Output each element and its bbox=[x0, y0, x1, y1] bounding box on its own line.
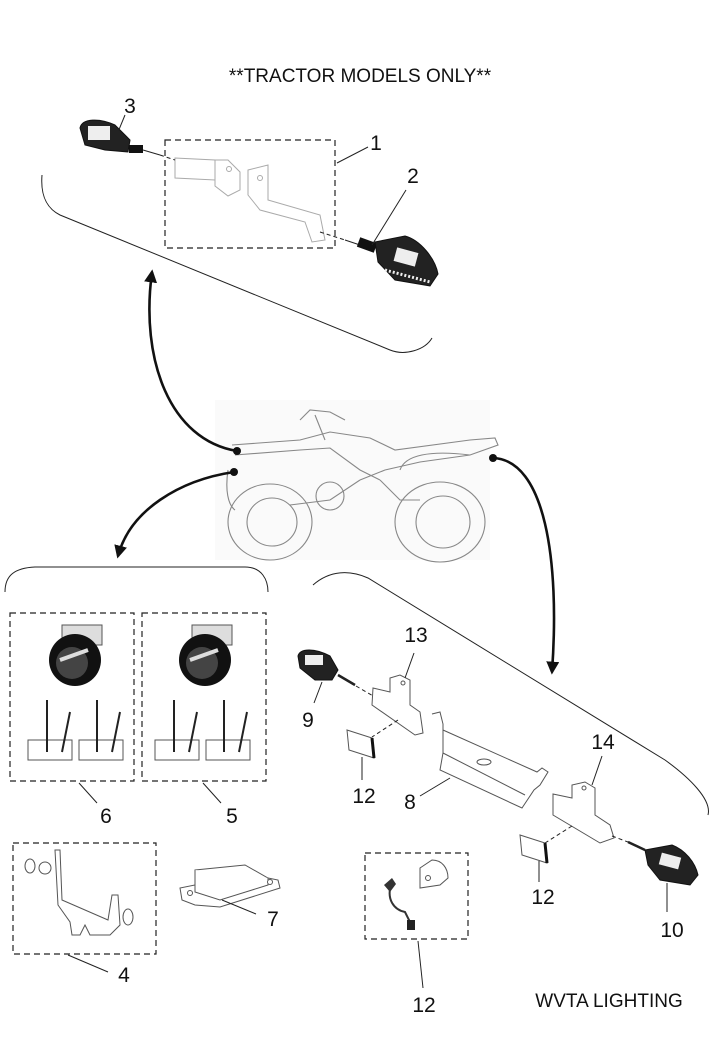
rear-indicator-10 bbox=[627, 840, 699, 886]
indicator-2 bbox=[344, 235, 439, 287]
headlight-bracket-kit-4: 4 bbox=[12, 842, 157, 987]
leader-8 bbox=[419, 777, 451, 797]
leader-7 bbox=[221, 899, 257, 915]
assembly-line bbox=[319, 231, 346, 241]
leader-12c bbox=[417, 940, 424, 989]
callout-14: 14 bbox=[591, 731, 615, 754]
leader-5 bbox=[202, 782, 222, 804]
plate-light-12c bbox=[384, 859, 449, 930]
rear-indicator-9 bbox=[297, 649, 356, 687]
assembly-line bbox=[371, 719, 399, 738]
arrow-to-front-indicators bbox=[144, 269, 238, 453]
reflector-12a bbox=[370, 737, 376, 759]
arrow-to-rear-lighting bbox=[492, 456, 560, 675]
kit-box-12 bbox=[364, 852, 469, 940]
kit-box-5 bbox=[141, 612, 267, 782]
leader-9 bbox=[313, 681, 323, 704]
callout-3: 3 bbox=[124, 95, 136, 118]
group-bracket-rear bbox=[312, 572, 709, 816]
indicator-bracket-13 bbox=[371, 674, 424, 736]
headlight-group: 6 5 bbox=[4, 566, 269, 828]
plate-bracket-8 bbox=[431, 711, 549, 809]
group-bracket-headlights bbox=[4, 566, 269, 593]
leader-1 bbox=[336, 146, 369, 164]
atv-vehicle bbox=[215, 400, 499, 563]
callout-12-c: 12 bbox=[412, 994, 435, 1017]
callout-2: 2 bbox=[407, 165, 419, 188]
control-module-7: 7 bbox=[179, 864, 281, 931]
indicator-3 bbox=[79, 119, 161, 156]
leader-3 bbox=[117, 114, 126, 133]
kit-box-6 bbox=[9, 612, 135, 782]
callout-12-b: 12 bbox=[531, 886, 554, 909]
callout-5: 5 bbox=[226, 805, 238, 828]
diagram-label: WVTA LIGHTING bbox=[535, 991, 682, 1012]
group-bracket-top bbox=[41, 174, 433, 353]
ballast-pair-6 bbox=[27, 700, 124, 761]
rear-lighting-group: 9 13 12 8 14 12 bbox=[297, 572, 709, 1017]
leader-6 bbox=[78, 782, 98, 804]
callout-4: 4 bbox=[118, 964, 130, 987]
assembly-line bbox=[355, 685, 376, 698]
callout-12-a: 12 bbox=[352, 785, 375, 808]
callout-13: 13 bbox=[404, 624, 427, 647]
callout-6: 6 bbox=[100, 805, 112, 828]
callout-8: 8 bbox=[404, 791, 416, 814]
arrow-to-headlights bbox=[114, 470, 235, 559]
callout-1: 1 bbox=[370, 132, 382, 155]
headlight-5 bbox=[179, 624, 233, 686]
front-bracket bbox=[174, 157, 326, 243]
callout-9: 9 bbox=[302, 709, 314, 732]
assembly-line bbox=[611, 835, 629, 843]
headlight-6 bbox=[49, 624, 103, 686]
assembly-line bbox=[159, 154, 176, 161]
leader-14 bbox=[591, 755, 603, 786]
callout-10: 10 bbox=[660, 919, 683, 942]
kit-box-1 bbox=[164, 139, 336, 249]
front-indicator-group: 3 1 2 bbox=[41, 95, 439, 353]
leader-13 bbox=[404, 652, 415, 679]
reflector-12b bbox=[543, 842, 549, 864]
callout-7: 7 bbox=[267, 908, 279, 931]
assembly-line bbox=[544, 825, 573, 844]
kit-box-4 bbox=[12, 842, 157, 955]
ballast-pair-5 bbox=[154, 700, 251, 761]
leader-4 bbox=[67, 954, 109, 973]
leader-2 bbox=[371, 189, 407, 246]
diagram-title: **TRACTOR MODELS ONLY** bbox=[229, 66, 492, 87]
indicator-bracket-14 bbox=[552, 781, 615, 844]
